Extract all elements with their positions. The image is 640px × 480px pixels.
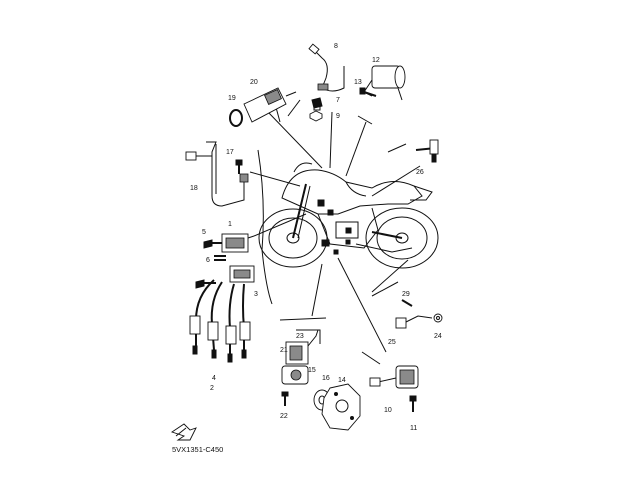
callout-13: 13: [354, 79, 362, 86]
callout-17: 17: [226, 149, 234, 156]
callout-20: 20: [250, 79, 258, 86]
callout-26: 26: [416, 169, 424, 176]
part-23-sensor: [285, 329, 319, 365]
callout-29: 29: [402, 291, 410, 298]
callout-labels: 1 2 3 4 5 6 7 8 9 10 11 12 13 14 15 16 1…: [190, 43, 442, 432]
leader-lines: [249, 99, 421, 365]
part-14-plate: [321, 383, 361, 431]
callout-25: 25: [388, 339, 396, 346]
part-6-bolts: [214, 255, 226, 261]
part-25-sensor: [395, 315, 433, 329]
part-7-switch: [311, 97, 323, 111]
callout-7: 7: [336, 97, 340, 104]
callout-23: 23: [296, 333, 304, 340]
callout-3: 3: [254, 291, 258, 298]
callout-11: 11: [410, 425, 417, 432]
part-26-switch: [415, 139, 439, 163]
callout-2: 2: [210, 385, 214, 392]
part-5-bolt: [203, 239, 222, 249]
part-29-screw: [401, 299, 413, 307]
callout-1: 1: [228, 221, 232, 228]
callout-14: 14: [338, 377, 346, 384]
callout-22: 22: [280, 413, 288, 420]
part-15-sensor: [281, 365, 309, 385]
part-3-coil: [229, 265, 255, 283]
part-13-bolt: [359, 87, 377, 97]
part-9-nut: [309, 110, 323, 122]
part-20-switch: [243, 87, 297, 123]
part-11-bolt: [409, 395, 417, 412]
callout-12: 12: [372, 57, 380, 64]
part-2-plug-leads: [189, 279, 251, 363]
callout-15: 15: [308, 367, 316, 374]
part-22-bolt: [281, 391, 289, 406]
callout-5: 5: [202, 229, 206, 236]
callout-24: 24: [434, 333, 442, 340]
part-24-nut: [433, 313, 443, 323]
part-21-bracket: [296, 329, 321, 344]
callout-19: 19: [228, 95, 236, 102]
callout-9: 9: [336, 113, 340, 120]
front-direction-arrow-icon: [170, 423, 197, 441]
part-1-coil: [221, 233, 255, 253]
part-10-sender: [369, 365, 419, 389]
part-18-lead: [185, 141, 249, 207]
part-17-bolt: [235, 159, 243, 174]
callout-10: 10: [384, 407, 392, 414]
motorcycle-illustration: [258, 162, 439, 269]
callout-6: 6: [206, 257, 210, 264]
callout-4: 4: [212, 375, 216, 382]
figure-code: 5VX1351-C450: [172, 445, 223, 454]
part-19-ring: [229, 109, 243, 127]
callout-16: 16: [322, 375, 330, 382]
part-12-horn: [363, 65, 406, 101]
callout-21: 21: [280, 347, 288, 354]
callout-18: 18: [190, 185, 198, 192]
callout-8: 8: [334, 43, 338, 50]
part-8-sensor: [308, 43, 345, 92]
